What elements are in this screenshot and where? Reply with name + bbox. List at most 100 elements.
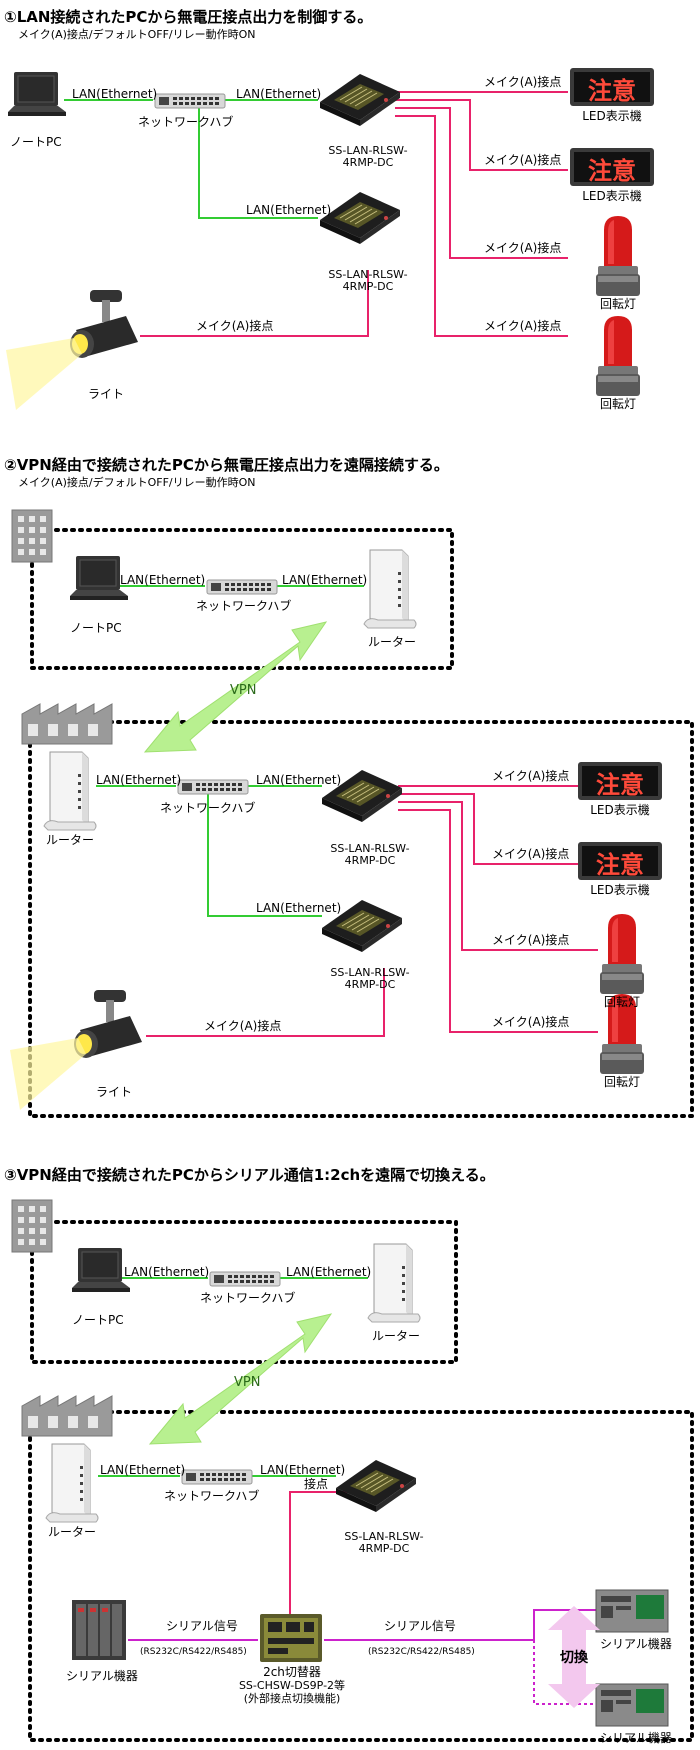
s1-contact-label-3: メイク(A)接点 xyxy=(484,240,561,255)
s3-relay-icon xyxy=(335,1459,417,1513)
s1-lamp-icon-1 xyxy=(596,216,640,296)
s2-hub-icon-1 xyxy=(206,579,278,595)
s1-light-label: ライト xyxy=(88,387,124,401)
s1-relay-2-label-b: 4RMP-DC xyxy=(343,280,394,293)
s2-title: ②VPN経由で接続されたPCから無電圧接点出力を遠隔接続する。 xyxy=(4,456,449,474)
s2-relay-1-label-b: 4RMP-DC xyxy=(345,854,396,867)
s3-switch-label: 切換 xyxy=(560,1649,589,1666)
s2-relay-2-label-b: 4RMP-DC xyxy=(345,978,396,991)
s1-contact-label-4: メイク(A)接点 xyxy=(484,318,561,333)
s1-contact-label-2: メイク(A)接点 xyxy=(484,152,561,167)
s2-contact-label-3: メイク(A)接点 xyxy=(492,932,569,947)
s3-hub-label-1: ネットワークハブ xyxy=(200,1290,295,1305)
s1-relay-2-label-a: SS-LAN-RLSW- xyxy=(328,268,407,281)
s2-contact-label-1: メイク(A)接点 xyxy=(492,768,569,783)
s3-serial-label-2: シリアル信号 xyxy=(384,1619,456,1633)
s3-title: ③VPN経由で接続されたPCからシリアル通信1:2chを遠隔で切換える。 xyxy=(4,1166,495,1184)
s2-led-text-2: 注意 xyxy=(596,851,644,879)
s2-router-icon-1 xyxy=(363,549,417,629)
s3-lan-label-2: LAN(Ethernet) xyxy=(286,1265,371,1279)
s3-contact-label: 接点 xyxy=(304,1476,328,1491)
s1-hub-icon xyxy=(154,93,226,109)
s3-router-icon-1 xyxy=(367,1243,421,1323)
s1-pc-label: ノートPC xyxy=(10,135,62,149)
s2-subtitle: メイク(A)接点/デフォルトOFF/リレー動作時ON xyxy=(18,475,256,489)
s2-router-label-2: ルーター xyxy=(46,833,94,847)
s1-contact-label-5: メイク(A)接点 xyxy=(196,318,273,333)
s3-router-label-2: ルーター xyxy=(48,1525,96,1539)
s2-lamp-label-1: 回転灯 xyxy=(604,995,640,1009)
s2-contact-label-2: メイク(A)接点 xyxy=(492,846,569,861)
s2-lan-label-4: LAN(Ethernet) xyxy=(256,773,341,787)
s1-hub-label: ネットワークハブ xyxy=(138,114,233,129)
s3-vpn-label: VPN xyxy=(234,1375,260,1390)
s3-serial-sublabel-2: (RS232C/RS422/RS485) xyxy=(368,1647,475,1657)
s2-contact-lines xyxy=(146,785,598,1037)
s1-relay-icon-2 xyxy=(319,191,401,245)
s2-lan-label-2: LAN(Ethernet) xyxy=(282,573,367,587)
s3-hub-icon-1 xyxy=(209,1271,281,1287)
s3-factory-icon xyxy=(21,1395,113,1437)
s3-relay-label-a: SS-LAN-RLSW- xyxy=(344,1530,423,1543)
s2-contact-label-4: メイク(A)接点 xyxy=(492,1014,569,1029)
s1-title: ①LAN接続されたPCから無電圧接点出力を制御する。 xyxy=(4,8,372,26)
s1-lan-label-3: LAN(Ethernet) xyxy=(246,203,331,217)
s2-hub-label-2: ネットワークハブ xyxy=(160,800,255,815)
s1-relay-1-label-a: SS-LAN-RLSW- xyxy=(328,144,407,157)
s2-vpn-arrow xyxy=(143,621,328,753)
s1-led-text-1: 注意 xyxy=(588,77,636,105)
s1-relay-icon-1 xyxy=(319,73,401,127)
s3-lan-lines xyxy=(98,1277,368,1477)
s3-building-icon xyxy=(11,1199,53,1253)
s3-router-label-1: ルーター xyxy=(372,1329,420,1343)
s2-factory-border xyxy=(28,720,694,1118)
s3-lan-label-3: LAN(Ethernet) xyxy=(100,1463,185,1477)
s2-lan-label-5: LAN(Ethernet) xyxy=(256,901,341,915)
s2-lan-label-3: LAN(Ethernet) xyxy=(96,773,181,787)
s3-serial-device-label-2: シリアル機器 xyxy=(600,1636,672,1651)
s3-switch-arrow xyxy=(548,1606,600,1708)
s2-hub-label-1: ネットワークハブ xyxy=(196,598,291,613)
s1-contact-label-1: メイク(A)接点 xyxy=(484,74,561,89)
s3-factory-border xyxy=(28,1410,694,1742)
s1-led-label-2: LED表示機 xyxy=(582,188,642,203)
s3-serial-device-icon-3 xyxy=(595,1683,669,1727)
s2-factory-icon xyxy=(21,703,113,745)
s3-relay-label-b: 4RMP-DC xyxy=(359,1542,410,1555)
s3-switcher-label-b: SS-CHSW-DS9P-2等 xyxy=(239,1678,345,1692)
s1-contact-lines xyxy=(140,91,568,337)
s1-lan-lines xyxy=(64,99,318,219)
s3-switcher-label-c: (外部接点切換機能) xyxy=(244,1691,341,1705)
s2-building-icon xyxy=(11,509,53,563)
s3-serial-device-icon-2 xyxy=(595,1589,669,1633)
s1-led-text-2: 注意 xyxy=(588,157,636,185)
s2-hub-icon-2 xyxy=(177,779,249,795)
s3-switcher-label-a: 2ch切替器 xyxy=(263,1665,321,1679)
s2-led-label-1: LED表示機 xyxy=(590,802,650,817)
s3-pc-label: ノートPC xyxy=(72,1313,124,1327)
s3-lan-label-1: LAN(Ethernet) xyxy=(124,1265,209,1279)
s3-serial-device-label-1: シリアル機器 xyxy=(66,1668,138,1683)
s2-led-label-2: LED表示機 xyxy=(590,882,650,897)
s2-contact-label-5: メイク(A)接点 xyxy=(204,1018,281,1033)
s1-relay-1-label-b: 4RMP-DC xyxy=(343,156,394,169)
s1-lamp-icon-2 xyxy=(596,316,640,396)
s3-serial-label-1: シリアル信号 xyxy=(166,1619,238,1633)
s3-office-border xyxy=(30,1220,458,1364)
s1-lan-label-1: LAN(Ethernet) xyxy=(72,87,157,101)
s3-lan-label-4: LAN(Ethernet) xyxy=(260,1463,345,1477)
s3-hub-label-2: ネットワークハブ xyxy=(164,1488,259,1503)
s2-vpn-label: VPN xyxy=(230,683,256,698)
s2-pc-label: ノートPC xyxy=(70,621,122,635)
s2-led-text-1: 注意 xyxy=(596,771,644,799)
s2-relay-1-label-a: SS-LAN-RLSW- xyxy=(330,842,409,855)
s3-hub-icon-2 xyxy=(181,1469,253,1485)
s3-serial-sublabel-1: (RS232C/RS422/RS485) xyxy=(140,1647,247,1657)
s1-subtitle: メイク(A)接点/デフォルトOFF/リレー動作時ON xyxy=(18,27,256,41)
s2-lan-label-1: LAN(Ethernet) xyxy=(120,573,205,587)
s2-office-border xyxy=(30,528,454,670)
s3-router-icon-2 xyxy=(45,1443,99,1523)
s1-lamp-label-1: 回転灯 xyxy=(600,297,636,311)
s3-serial-device-label-3: シリアル機器 xyxy=(600,1730,672,1745)
